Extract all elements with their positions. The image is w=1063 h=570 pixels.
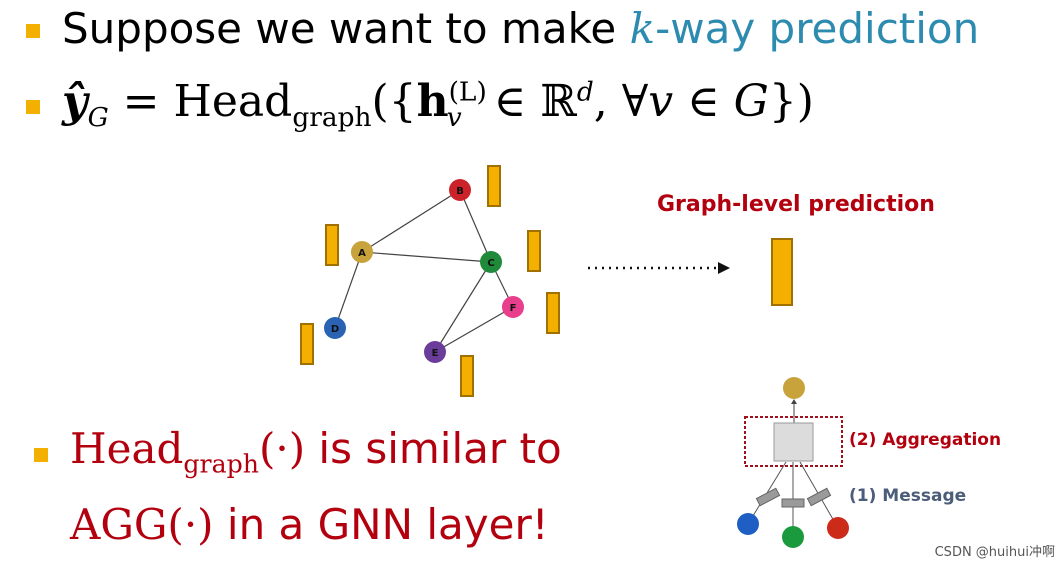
title-text: Suppose we want to make (62, 4, 630, 53)
graph-prediction-vector (771, 238, 793, 306)
watermark: CSDN @huihui冲啊 (934, 545, 1055, 560)
node-a (351, 241, 373, 263)
formula-G: G (733, 76, 769, 127)
formula-line: ŷG = Headgraph({h(L)v ∈ ℝd, ∀v ∈ G}) (62, 76, 814, 133)
formula-head: Head (173, 76, 293, 127)
formula-close: }) (768, 76, 814, 127)
message-block-mid (781, 498, 805, 508)
feature-vector-d (300, 323, 314, 365)
node-e-label: E (432, 348, 439, 359)
graph-nodes (324, 179, 524, 363)
output-node (783, 377, 805, 399)
bullet-1 (26, 24, 40, 38)
bottom-head: Head (70, 424, 184, 473)
message-label: (1) Message (849, 486, 967, 506)
formula-h-sup: (L) (448, 76, 487, 108)
neighbor-node-red (827, 517, 849, 539)
formula-h: h (416, 76, 449, 127)
bottom-dot: (·) (258, 424, 306, 473)
formula-eq: = (108, 76, 174, 127)
formula-yhat: ŷ (62, 76, 88, 127)
feature-vector-a (325, 224, 339, 266)
edge-c-e (434, 261, 492, 353)
agg-output-arrowhead (791, 399, 797, 404)
bullet-2 (26, 100, 40, 114)
edge-a-b (361, 189, 461, 253)
bottom-line-2: AGG(·) in a GNN layer! (70, 500, 549, 549)
feature-vector-e (460, 355, 474, 397)
aggregation-dashed-box (744, 416, 843, 467)
node-f (502, 296, 524, 318)
formula-h-sub: v (446, 101, 462, 133)
formula-R: ℝ (540, 76, 577, 127)
node-c-label: C (487, 258, 494, 269)
formula-head-sub: graph (292, 101, 372, 133)
node-f-label: F (510, 303, 517, 314)
neighbor-node-blue (737, 513, 759, 535)
message-block-left (755, 487, 781, 507)
title-k: k (629, 4, 656, 53)
arrow-head (718, 262, 730, 274)
bottom-head-sub: graph (183, 449, 259, 479)
feature-vector-f (546, 292, 560, 334)
edge-a-c (361, 251, 492, 263)
formula-in: ∈ (479, 76, 541, 127)
message-block-right (806, 487, 832, 507)
edge-b-c (459, 189, 492, 263)
title-line: Suppose we want to make k-way prediction (62, 4, 979, 53)
node-d (324, 317, 346, 339)
aggregation-box (773, 422, 814, 462)
formula-R-sup: d (576, 76, 594, 108)
bullet-3 (34, 448, 48, 462)
feature-vector-b (487, 165, 501, 207)
node-d-label: D (331, 324, 339, 335)
node-c (480, 251, 502, 273)
formula-forall: , ∀ (593, 76, 649, 127)
edge-a-d (334, 251, 363, 329)
edge-e-f (434, 306, 514, 353)
aggregation-label: (2) Aggregation (849, 430, 1002, 450)
bottom-line-2-text: in a GNN layer! (213, 500, 549, 549)
feature-vector-c (527, 230, 541, 272)
bottom-line-1: Headgraph(·) is similar to (70, 424, 562, 478)
formula-open: ({ (371, 76, 417, 127)
node-b-label: B (456, 186, 464, 197)
formula-yhat-sub: G (87, 101, 109, 133)
title-rest: -way prediction (655, 4, 980, 53)
formula-in2: ∈ (673, 76, 734, 127)
formula-v: v (648, 76, 674, 127)
bottom-agg: AGG(·) (70, 500, 214, 549)
node-b (449, 179, 471, 201)
node-a-label: A (358, 248, 366, 259)
graph-level-prediction-label: Graph-level prediction (657, 192, 935, 217)
node-e (424, 341, 446, 363)
bottom-line-1-text: is similar to (305, 424, 562, 473)
neighbor-node-green (782, 526, 804, 548)
